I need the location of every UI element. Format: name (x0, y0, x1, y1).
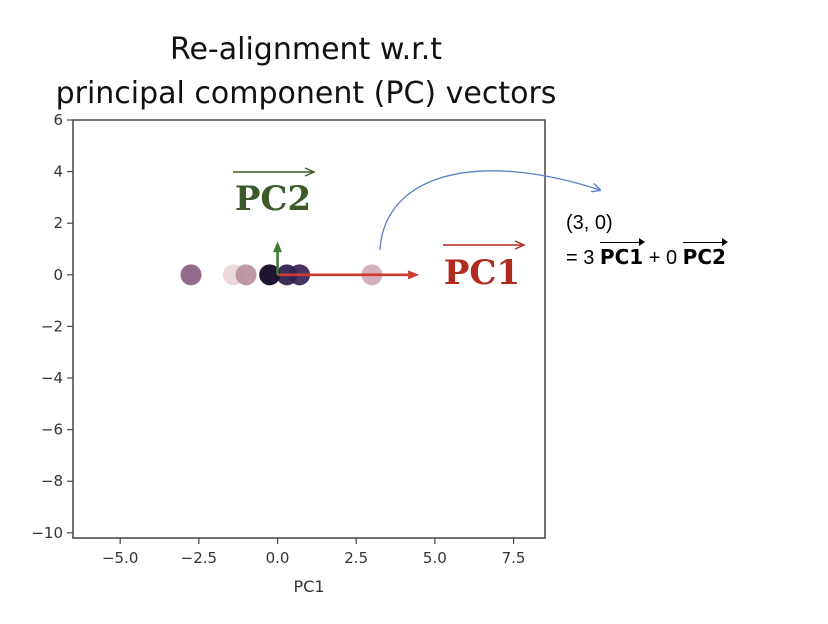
pc1-label-arrowhead (514, 240, 526, 250)
y-tick-label: −4 (41, 369, 63, 387)
y-tick-label: −2 (41, 317, 63, 335)
axis-ticks: −5.0 −2.5 0.0 2.5 5.0 7.5 6 4 2 0 −2 −4 −6 −8 −10 (31, 111, 525, 567)
x-tick-label: 5.0 (423, 549, 447, 567)
vector-pc1-head (408, 270, 420, 280)
eq-pc2: PC2 (682, 238, 729, 274)
eq-plus: + 0 (648, 247, 678, 269)
x-tick-label: −2.5 (181, 549, 217, 567)
vector-pc2-head (273, 241, 283, 253)
x-tick-label: 2.5 (344, 549, 368, 567)
annotation-curve-arrow (379, 170, 600, 251)
scatter-point (235, 264, 257, 286)
x-tick-label: 7.5 (502, 549, 526, 567)
chart-title-line-2: principal component (PC) vectors (55, 76, 557, 111)
y-tick-label: 6 (53, 111, 63, 129)
annotation-equation: = 3 PC1 + 0 PC2 (566, 238, 729, 275)
scatter-point (180, 264, 202, 286)
scatter-point (259, 264, 281, 286)
x-tick-label: −5.0 (102, 549, 138, 567)
pc1-vector-label: PC1 (443, 240, 526, 293)
pc2-vector-label: PC2 (233, 167, 316, 219)
chart-title-line-1: Re-alignment w.r.t (169, 32, 443, 67)
pc2-label-text: PC2 (235, 179, 311, 219)
pc2-label-arrowhead (304, 167, 316, 177)
x-tick-label: 0.0 (266, 549, 290, 567)
annotation-text: (3, 0) = 3 PC1 + 0 PC2 (566, 206, 729, 275)
y-tick-label: −6 (41, 421, 63, 439)
eq-pc1: PC1 (599, 238, 646, 274)
y-tick-label: 4 (53, 163, 63, 181)
chart-title: Re-alignment w.r.t principal component (… (0, 28, 612, 116)
y-tick-label: 0 (53, 266, 63, 284)
pc1-label-text: PC1 (444, 253, 520, 293)
y-tick-label: −10 (31, 524, 63, 542)
x-axis-label: PC1 (294, 577, 325, 596)
pc-vectors (273, 241, 420, 280)
plot-area (72, 119, 546, 539)
annotation-point: (3, 0) (566, 212, 613, 234)
y-tick-label: 2 (53, 214, 63, 232)
y-tick-label: −8 (41, 472, 63, 490)
eq-prefix: = 3 (566, 247, 595, 269)
